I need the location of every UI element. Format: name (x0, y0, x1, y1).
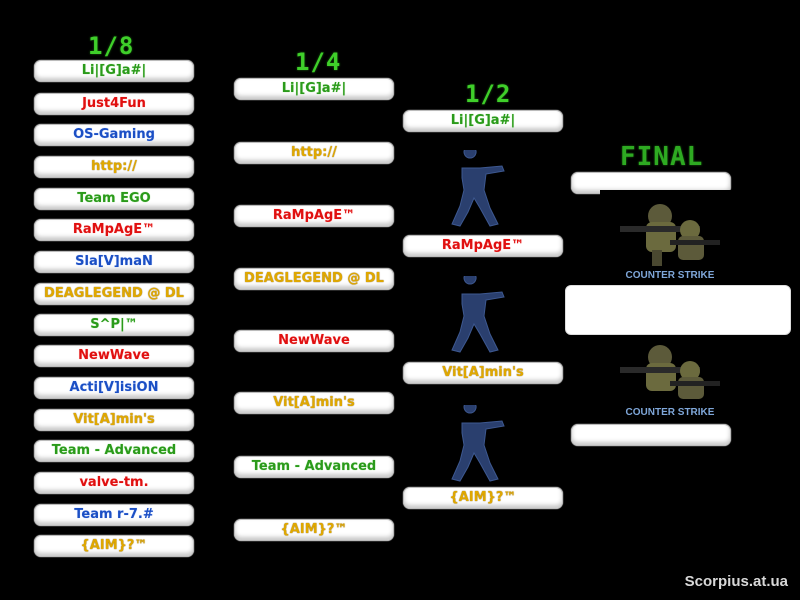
bracket-slot-r8-3[interactable]: RaMpAgE™ (234, 205, 394, 227)
bracket-slot-r8-1[interactable]: Li|[G]a#| (234, 78, 394, 100)
bracket-slot-r4-2[interactable]: RaMpAgE™ (403, 235, 563, 257)
bracket-slot-r16-14[interactable]: valve-tm. (34, 472, 194, 494)
bracket-slot-final-2[interactable] (571, 424, 731, 446)
bracket-slot-r16-13[interactable]: Team - Advanced (34, 440, 194, 462)
bracket-slot-r8-2[interactable]: http:// (234, 142, 394, 164)
round-title-final: FINAL (620, 142, 704, 172)
bracket-slot-r16-10[interactable]: NewWave (34, 345, 194, 367)
final-winner-box[interactable] (565, 285, 791, 335)
bracket-slot-r16-3[interactable]: OS-Gaming (34, 124, 194, 146)
site-watermark: Scorpius.at.ua (684, 573, 788, 590)
bracket-slot-r8-8[interactable]: {AIM}?™ (234, 519, 394, 541)
bracket-slot-r16-8[interactable]: DEAGLEGEND @ DL (34, 283, 194, 305)
bracket-slot-r16-12[interactable]: Vit[A]min's (34, 409, 194, 431)
logo-text: COUNTER STRIKE (626, 270, 715, 281)
logo-text: COUNTER STRIKE (626, 407, 715, 418)
bracket-slot-r16-4[interactable]: http:// (34, 156, 194, 178)
bracket-slot-r4-4[interactable]: {AIM}?™ (403, 487, 563, 509)
bracket-slot-r16-9[interactable]: S^P|™ (34, 314, 194, 336)
bracket-slot-r8-4[interactable]: DEAGLEGEND @ DL (234, 268, 394, 290)
counter-strike-logo-icon: COUNTER STRIKE (600, 335, 740, 423)
counter-strike-logo-icon: COUNTER STRIKE (600, 190, 740, 284)
bracket-slot-r16-11[interactable]: Acti[V]isiON (34, 377, 194, 399)
bracket-slot-r16-7[interactable]: Sla[V]maN (34, 251, 194, 273)
round-title-r4: 1/2 (465, 80, 512, 108)
bracket-slot-r8-6[interactable]: Vit[A]min's (234, 392, 394, 414)
bracket-slot-r8-5[interactable]: NewWave (234, 330, 394, 352)
bracket-slot-r8-7[interactable]: Team - Advanced (234, 456, 394, 478)
bracket-slot-r16-16[interactable]: {AIM}?™ (34, 535, 194, 557)
bracket-slot-r16-1[interactable]: Li|[G]a#| (34, 60, 194, 82)
soldier-silhouette-icon (451, 276, 505, 353)
bracket-slot-r16-6[interactable]: RaMpAgE™ (34, 219, 194, 241)
round-title-r16: 1/8 (88, 32, 135, 60)
bracket-slot-r16-2[interactable]: Just4Fun (34, 93, 194, 115)
bracket-slot-r16-5[interactable]: Team EGO (34, 188, 194, 210)
bracket-slot-r4-3[interactable]: Vit[A]min's (403, 362, 563, 384)
round-title-r8: 1/4 (295, 48, 342, 76)
bracket-slot-r4-1[interactable]: Li|[G]a#| (403, 110, 563, 132)
bracket-slot-r16-15[interactable]: Team r-7.# (34, 504, 194, 526)
soldier-silhouette-icon (451, 150, 505, 227)
soldier-silhouette-icon (451, 405, 505, 482)
